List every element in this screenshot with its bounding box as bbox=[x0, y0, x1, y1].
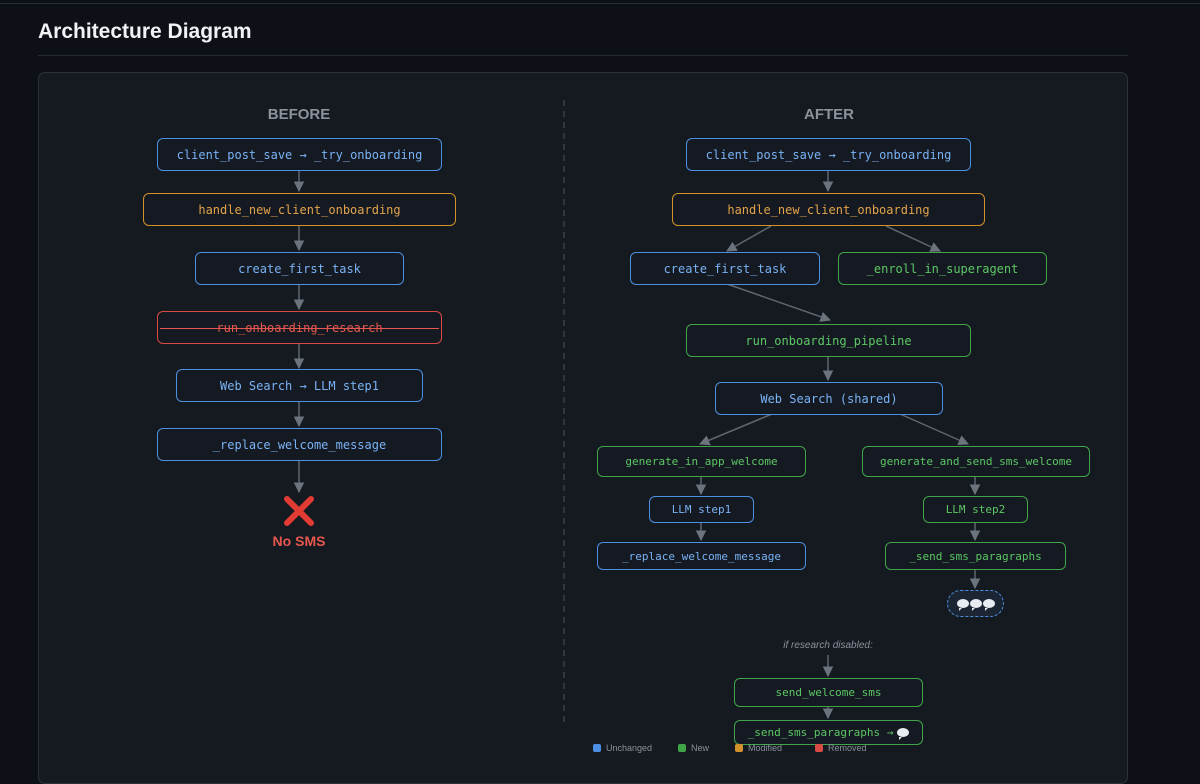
after-heading: AFTER bbox=[804, 106, 854, 123]
legend-label: Modified bbox=[748, 743, 783, 753]
arrow-a2 bbox=[726, 225, 772, 252]
top-border bbox=[0, 3, 1200, 4]
after-node-gen-sms-welcome: generate_and_send_sms_welcome bbox=[862, 446, 1090, 477]
after-node-send-sms-paragraphs-fallback: _send_sms_paragraphs → bbox=[734, 720, 923, 745]
before-heading: BEFORE bbox=[267, 106, 331, 123]
title-divider bbox=[38, 55, 1128, 56]
fallback-note: if research disabled: bbox=[783, 640, 873, 651]
legend-label: Removed bbox=[828, 743, 867, 753]
legend-swatch bbox=[678, 744, 686, 752]
after-node-enroll-superagent: _enroll_in_superagent bbox=[838, 252, 1047, 285]
legend-swatch bbox=[815, 744, 823, 752]
speech-bubble-icon bbox=[897, 728, 910, 740]
speech-bubble-icon bbox=[956, 599, 969, 611]
sms-messages-bubble bbox=[947, 590, 1004, 617]
legend-label: New bbox=[691, 743, 710, 753]
after-node-gen-in-app-welcome: generate_in_app_welcome bbox=[597, 446, 806, 477]
after-node-llm-step1: LLM step1 bbox=[649, 496, 754, 523]
legend-unchanged: Unchanged bbox=[593, 743, 652, 753]
arrow-a7 bbox=[899, 413, 969, 445]
arrow-a6 bbox=[699, 413, 773, 446]
after-node-replace-welcome: _replace_welcome_message bbox=[597, 542, 806, 570]
legend-new: New bbox=[678, 743, 709, 753]
after-node-handle-onboarding: handle_new_client_onboarding bbox=[672, 193, 985, 226]
after-node-client-post-save: client_post_save → _try_onboarding bbox=[686, 138, 971, 171]
before-node-handle-onboarding: handle_new_client_onboarding bbox=[143, 193, 456, 226]
arrow-a4 bbox=[726, 283, 831, 322]
page-title: Architecture Diagram bbox=[38, 20, 252, 43]
after-node-web-search-shared: Web Search (shared) bbox=[715, 382, 943, 415]
legend-swatch bbox=[593, 744, 601, 752]
before-node-web-search: Web Search → LLM step1 bbox=[176, 369, 423, 402]
after-node-run-pipeline: run_onboarding_pipeline bbox=[686, 324, 971, 357]
fallback-node-label: _send_sms_paragraphs → bbox=[747, 726, 894, 739]
after-node-send-welcome-sms: send_welcome_sms bbox=[734, 678, 923, 707]
before-node-replace-welcome: _replace_welcome_message bbox=[157, 428, 442, 461]
after-node-llm-step2: LLM step2 bbox=[923, 496, 1028, 523]
speech-bubble-icon bbox=[969, 599, 982, 611]
before-node-client-post-save: client_post_save → _try_onboarding bbox=[157, 138, 442, 171]
legend-removed: Removed bbox=[815, 743, 867, 753]
removed-node-label: run_onboarding_research bbox=[160, 320, 439, 335]
legend-swatch bbox=[735, 744, 743, 752]
before-node-create-first-task: create_first_task bbox=[195, 252, 404, 285]
legend-label: Unchanged bbox=[606, 743, 653, 753]
arrow-a3 bbox=[885, 225, 941, 252]
red-x-icon bbox=[284, 496, 314, 526]
before-node-run-research-removed: run_onboarding_research bbox=[157, 311, 442, 344]
after-node-create-first-task: create_first_task bbox=[630, 252, 820, 285]
legend-modified: Modified bbox=[735, 743, 782, 753]
speech-bubble-icon bbox=[982, 599, 995, 611]
after-node-send-sms-paragraphs: _send_sms_paragraphs bbox=[885, 542, 1066, 570]
no-sms-label: No SMS bbox=[272, 533, 326, 549]
